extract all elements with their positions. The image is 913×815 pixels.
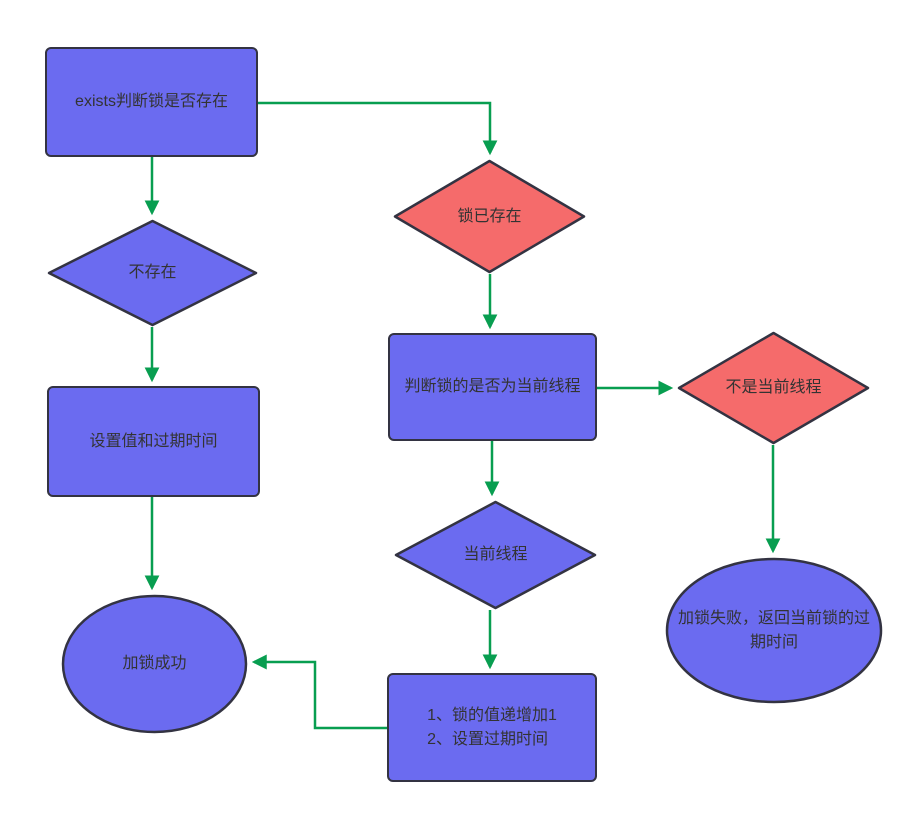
edge-exists-to-lock-exists xyxy=(258,101,498,156)
flow-node-not-exists: 不存在 xyxy=(47,219,258,327)
node-label: 不是当前线程 xyxy=(725,379,822,397)
diamond-shape xyxy=(393,159,586,274)
flow-node-set-value: 设置值和过期时间 xyxy=(47,386,260,497)
diamond-shape xyxy=(394,500,597,610)
ellipse-shape xyxy=(61,594,248,734)
flow-node-incr-steps: 1、锁的值递增加1 2、设置过期时间 xyxy=(387,673,597,782)
node-label-line-1: 1、锁的值递增加1 xyxy=(427,707,557,725)
flow-node-exists-check: exists判断锁是否存在 xyxy=(45,47,258,157)
flow-node-lock-success: 加锁成功 xyxy=(61,594,248,734)
flow-node-check-thread: 判断锁的是否为当前线程 xyxy=(388,333,597,441)
node-multiline-label: 1、锁的值递增加1 2、设置过期时间 xyxy=(427,704,557,750)
node-label-line-2: 2、设置过期时间 xyxy=(427,730,548,748)
node-label: 加锁失败，返回当前锁的过期时间 xyxy=(677,610,870,651)
flow-node-current-thread: 当前线程 xyxy=(394,500,597,610)
flow-node-lock-exists: 锁已存在 xyxy=(393,159,586,274)
node-label: 锁已存在 xyxy=(457,207,522,225)
ellipse-shape xyxy=(665,557,883,704)
flow-node-not-current-thread: 不是当前线程 xyxy=(677,331,870,445)
node-label: 加锁成功 xyxy=(122,655,187,673)
edge-incr-steps-to-lock-success xyxy=(251,654,387,730)
node-label: 不存在 xyxy=(128,264,177,282)
node-label: exists判断锁是否存在 xyxy=(75,93,228,111)
diamond-shape xyxy=(677,331,870,445)
diamond-shape xyxy=(47,219,258,327)
node-label: 当前线程 xyxy=(463,546,528,564)
flow-node-lock-fail: 加锁失败，返回当前锁的过期时间 xyxy=(665,557,883,704)
node-label: 判断锁的是否为当前线程 xyxy=(404,378,581,396)
node-label: 设置值和过期时间 xyxy=(89,432,218,450)
